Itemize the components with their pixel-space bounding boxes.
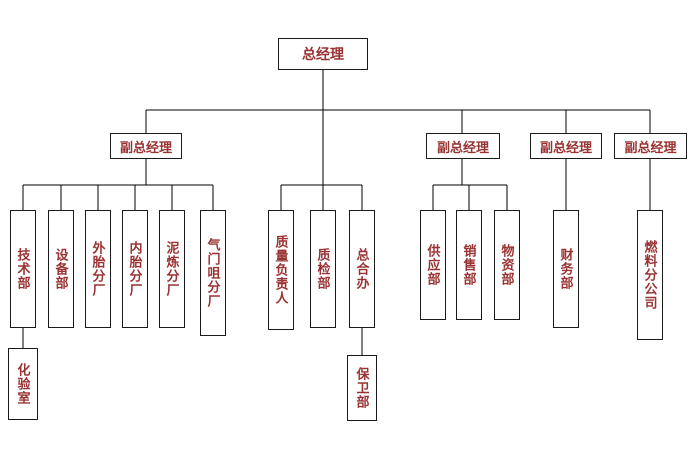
org-node-deputy-manager-2: 副总经理 [426,133,500,159]
org-node-deputy-manager-1: 副总经理 [110,133,182,159]
org-node-sales-dept: 销售部 [456,210,482,320]
org-node-fuel-branch-company: 燃料分公司 [637,210,663,340]
org-node-inner-tube-branch: 内胎分厂 [122,210,148,328]
org-node-general-office: 总合办 [349,210,375,328]
org-node-quality-manager: 质量负责人 [268,210,294,330]
org-node-deputy-manager-4: 副总经理 [614,133,687,159]
org-node-laboratory: 化验室 [8,348,38,420]
org-node-valve-branch: 气门咀分厂 [200,210,226,336]
org-node-deputy-manager-3: 副总经理 [530,133,602,159]
org-node-security-dept: 保卫部 [347,355,377,421]
org-node-technical-dept: 技术部 [10,210,36,328]
org-node-general-manager: 总经理 [278,38,368,70]
org-node-outer-tire-branch: 外胎分厂 [85,210,111,328]
org-node-materials-dept: 物资部 [494,210,520,320]
org-node-quality-inspection-dept: 质检部 [310,210,336,328]
org-node-supply-dept: 供应部 [420,210,446,320]
org-node-mixing-branch: 泥炼分厂 [159,210,185,328]
org-node-finance-dept: 财务部 [553,210,579,328]
org-node-equipment-dept: 设备部 [48,210,74,328]
